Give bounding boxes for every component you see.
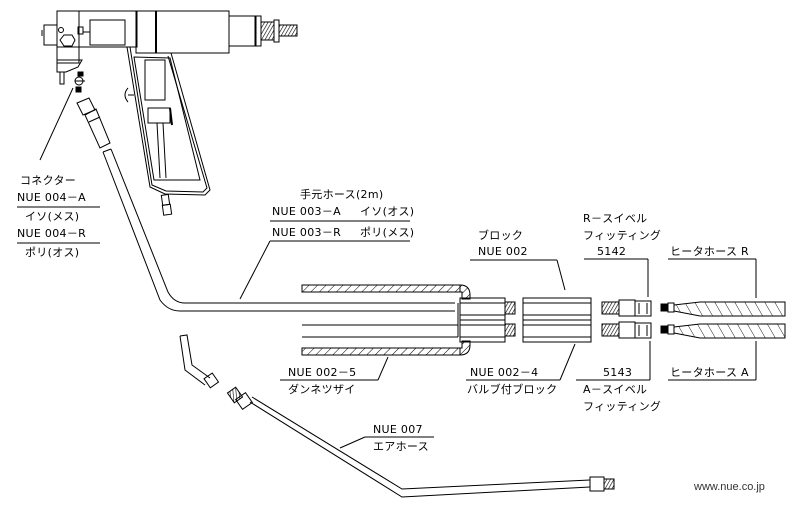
heater-hose-a xyxy=(660,323,786,339)
air-hose-code: NUE 007 xyxy=(373,423,423,436)
connector-desc-a: イソ(メス) xyxy=(25,210,80,223)
connector-code-a: NUE 004－A xyxy=(17,191,86,204)
heater-hose-r-label: ヒータホース R xyxy=(670,245,749,258)
a-swivel-code: 5143 xyxy=(603,366,633,379)
connector-desc-r: ポリ(オス) xyxy=(25,246,80,259)
r-swivel-fitting xyxy=(601,299,652,317)
insulation-sleeve xyxy=(301,284,471,356)
hand-hose-desc-a: イソ(オス) xyxy=(360,205,415,218)
connector-code-r: NUE 004－R xyxy=(17,227,87,240)
block xyxy=(522,297,592,343)
a-swivel-name-2: フィッティング xyxy=(583,400,662,413)
valve-block-code: NUE 002－4 xyxy=(470,366,539,379)
a-swivel-fitting xyxy=(601,321,652,339)
hex-nut-icon xyxy=(59,34,76,47)
glue-gun xyxy=(41,10,298,216)
r-swivel-name-2: フィッティング xyxy=(583,229,662,242)
block-name: ブロック xyxy=(478,229,524,242)
hand-hose xyxy=(102,148,455,312)
connector-part xyxy=(76,97,111,149)
website-url[interactable]: www.nue.co.jp xyxy=(694,481,765,493)
gun-handle xyxy=(126,46,211,196)
hand-hose-code-r: NUE 003－R xyxy=(272,226,342,239)
gun-head-block xyxy=(56,10,80,64)
hand-hose-name: 手元ホース(2m) xyxy=(300,188,384,201)
leader-lines xyxy=(17,87,757,449)
valve-block xyxy=(459,297,516,343)
connector-name: コネクター xyxy=(20,174,77,187)
air-hose-name: エアホース xyxy=(373,440,429,453)
gun-cylinder xyxy=(135,10,230,54)
gun-nozzle-cap xyxy=(43,24,58,46)
air-hose xyxy=(179,334,615,498)
heater-hose-r xyxy=(660,301,786,317)
r-swivel-code: 5142 xyxy=(597,245,627,258)
block-code: NUE 002 xyxy=(478,245,528,258)
hand-hose-code-a: NUE 003－A xyxy=(272,205,341,218)
insulation-name: ダンネツザイ xyxy=(288,383,356,396)
a-swivel-name-1: A－スイベル xyxy=(583,383,648,396)
valve-block-name: バルブ付ブロック xyxy=(467,383,558,396)
heater-hose-a-label: ヒータホース A xyxy=(670,366,749,379)
insulation-code: NUE 002－5 xyxy=(288,366,357,379)
hand-hose-desc-r: ポリ(メス) xyxy=(360,226,415,239)
r-swivel-name-1: R－スイベル xyxy=(583,212,648,225)
